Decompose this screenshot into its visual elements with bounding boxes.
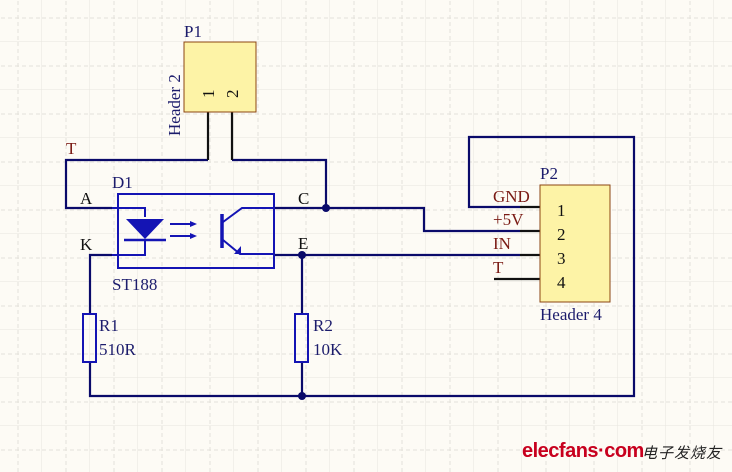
d1-designator: D1	[112, 173, 133, 192]
p1-designator: P1	[184, 22, 202, 41]
net-label-T: T	[66, 139, 77, 158]
d1-pin-E: E	[298, 234, 308, 253]
r2-resistor[interactable]	[294, 313, 309, 363]
p2-pin-2: 2	[557, 225, 566, 244]
d1-pin-A: A	[80, 189, 93, 208]
led-triangle-icon	[126, 219, 164, 239]
p2-net-T: T	[493, 258, 504, 277]
p1-pin-2: 2	[223, 90, 242, 99]
pin-lines	[206, 112, 540, 281]
p1-pin-1: 1	[199, 90, 218, 99]
d1-optocoupler[interactable]	[112, 193, 275, 269]
junction-C	[322, 204, 330, 212]
p2-designator: P2	[540, 164, 558, 183]
p2-comment: Header 4	[540, 305, 602, 324]
p1-comment: Header 2	[165, 74, 184, 136]
watermark-logo: elecfans·com	[522, 440, 644, 462]
light-arrows-icon	[170, 223, 192, 237]
wire-R1-bottom	[88, 135, 636, 398]
emitter-arrow-icon	[234, 246, 241, 254]
p2-net-GND: GND	[493, 187, 530, 206]
junction-E	[298, 251, 306, 259]
p2-pin-1: 1	[557, 201, 566, 220]
watermark-chinese: 电子发烧友	[642, 444, 723, 462]
r2-value: 10K	[313, 340, 343, 359]
r2-designator: R2	[313, 316, 333, 335]
wire-K-to-R1	[88, 253, 112, 314]
wires	[64, 135, 636, 398]
wire-C-to-p2-pin2	[274, 206, 520, 233]
r1-designator: R1	[99, 316, 119, 335]
p2-pin-4: 4	[557, 273, 566, 292]
junction-R2-bottom	[298, 392, 306, 400]
d1-pin-C: C	[298, 189, 309, 208]
r1-resistor[interactable]	[82, 313, 97, 363]
p2-net-5V: +5V	[493, 210, 524, 229]
p2-header-body[interactable]	[539, 184, 611, 303]
p1-header-body[interactable]	[183, 41, 257, 113]
d1-pin-K: K	[80, 235, 93, 254]
wire-p1-pin1-to-A	[64, 158, 208, 210]
d1-comment: ST188	[112, 275, 157, 294]
r1-value: 510R	[99, 340, 137, 359]
wire-p1-pin2-to-C	[232, 158, 328, 208]
p2-pin-3: 3	[557, 249, 566, 268]
p2-net-IN: IN	[493, 234, 511, 253]
